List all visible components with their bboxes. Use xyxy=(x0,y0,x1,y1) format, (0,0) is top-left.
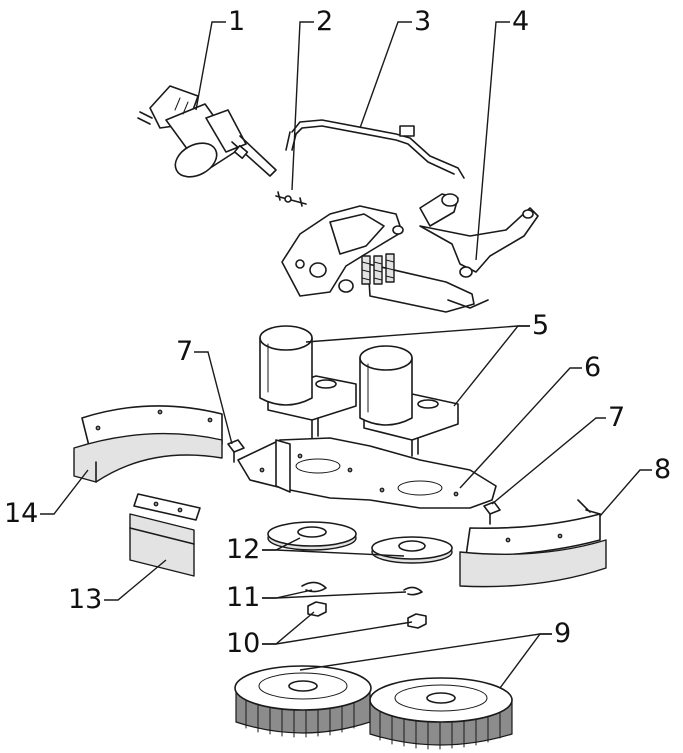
part-gear-motor xyxy=(137,85,277,178)
leader-7b xyxy=(491,417,606,505)
part-nut-right xyxy=(407,613,427,629)
leader-10b xyxy=(262,621,413,645)
frame-springs xyxy=(361,253,395,285)
callout-labels: 1 2 3 4 5 6 7 7 8 9 10 11 12 13 14 xyxy=(4,6,671,659)
part-right-bumper xyxy=(459,499,607,588)
part-base-plate xyxy=(237,437,497,509)
part-brush-left xyxy=(234,665,372,738)
leader-9b xyxy=(499,633,552,689)
callout-13: 13 xyxy=(68,584,102,615)
leader-lines xyxy=(40,21,652,689)
part-brush-motor-left xyxy=(259,325,357,439)
part-drive-hub-left xyxy=(267,521,357,551)
callout-14: 14 xyxy=(4,498,38,529)
leader-8 xyxy=(599,469,652,517)
callout-8: 8 xyxy=(654,454,671,485)
part-left-bumper xyxy=(73,405,223,483)
leader-9a xyxy=(299,633,552,671)
callout-7-left: 7 xyxy=(176,336,193,367)
leader-5a xyxy=(305,325,530,343)
part-stud-right xyxy=(483,501,501,525)
leader-12b xyxy=(262,549,405,557)
part-flap xyxy=(129,493,201,577)
leader-3 xyxy=(359,21,412,129)
callout-2: 2 xyxy=(316,6,333,37)
callout-10: 10 xyxy=(226,628,260,659)
callout-5: 5 xyxy=(532,310,549,341)
leader-7a xyxy=(194,351,233,445)
callout-3: 3 xyxy=(414,6,431,37)
part-brush-motor-right xyxy=(359,345,459,457)
part-circlip-left xyxy=(301,581,327,593)
leader-6 xyxy=(459,367,582,489)
part-pin xyxy=(275,191,307,207)
leader-5b xyxy=(453,325,530,407)
leader-14 xyxy=(40,469,89,515)
part-frame-bracket xyxy=(281,193,539,313)
callout-9: 9 xyxy=(554,618,571,649)
leader-2 xyxy=(291,21,314,191)
callout-12: 12 xyxy=(226,534,260,565)
part-brush-right xyxy=(369,677,513,750)
part-drive-hub-right xyxy=(371,536,453,564)
part-handle-rod xyxy=(285,119,465,179)
callout-1: 1 xyxy=(228,6,245,37)
leader-4 xyxy=(475,21,510,261)
part-circlip-right xyxy=(403,586,423,596)
callout-4: 4 xyxy=(512,6,529,37)
callout-6: 6 xyxy=(584,352,601,383)
leader-13 xyxy=(104,559,167,601)
leader-1 xyxy=(195,21,226,111)
leader-11b xyxy=(262,591,407,599)
callout-7-right: 7 xyxy=(608,402,625,433)
callout-11: 11 xyxy=(226,582,260,613)
